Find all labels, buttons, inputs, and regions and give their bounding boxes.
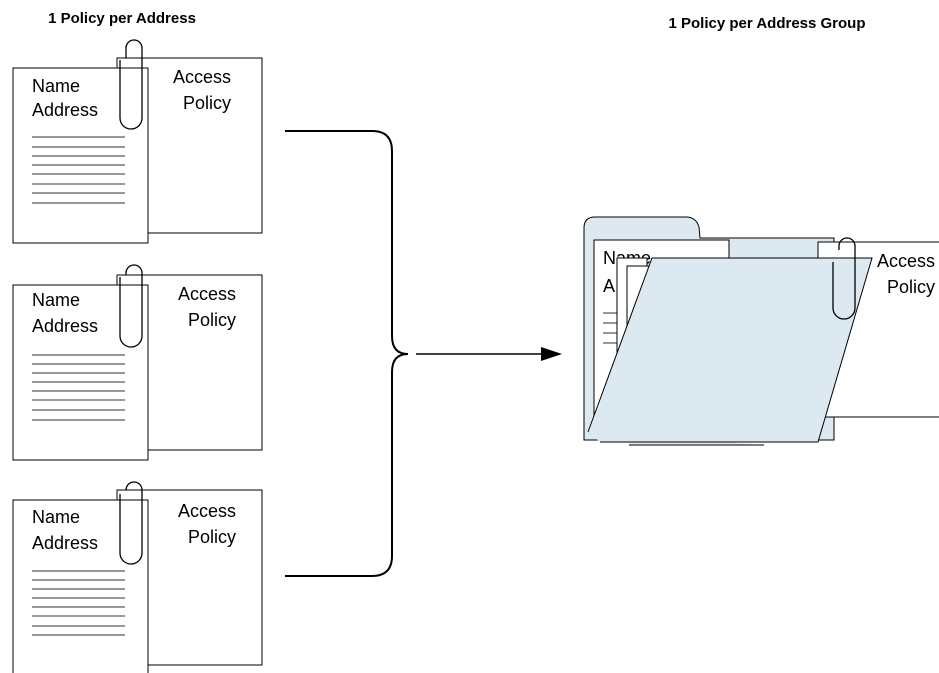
text-lines	[32, 354, 125, 421]
document-set-2: Access Policy Name Address	[12, 264, 263, 461]
folder-front	[587, 257, 873, 443]
paperclip-icon	[119, 264, 143, 348]
name-label: Name	[32, 290, 80, 310]
address-label: Address	[32, 316, 98, 336]
document-set-1: Access Policy Name Address	[12, 39, 263, 244]
policy-label-line2: Policy	[887, 277, 935, 297]
address-group-folder: Access Policy Name A	[583, 216, 939, 446]
policy-label-line1: Access	[178, 284, 236, 304]
paperclip-icon	[832, 237, 856, 320]
paperclip-icon	[119, 39, 143, 130]
policy-label-line2: Policy	[188, 310, 236, 330]
policy-label-line1: Access	[178, 501, 236, 521]
text-lines	[32, 136, 125, 204]
policy-label-line1: Access	[877, 251, 935, 271]
address-label: Address	[32, 533, 98, 553]
arrow-right-icon	[416, 347, 562, 361]
document-set-3: Access Policy Name Address	[12, 481, 263, 673]
name-label: Name	[32, 507, 80, 527]
policy-label-line2: Policy	[183, 93, 231, 113]
text-lines	[32, 570, 125, 636]
policy-label-line1: Access	[173, 67, 231, 87]
grouping-brace	[285, 130, 409, 577]
address-label: A	[603, 276, 615, 296]
paperclip-icon	[119, 481, 143, 565]
right-title: 1 Policy per Address Group	[669, 15, 866, 32]
name-label: Name	[32, 76, 80, 96]
address-label: Address	[32, 100, 98, 120]
address-page	[12, 499, 149, 673]
left-title: 1 Policy per Address	[48, 10, 196, 27]
policy-label-line2: Policy	[188, 527, 236, 547]
